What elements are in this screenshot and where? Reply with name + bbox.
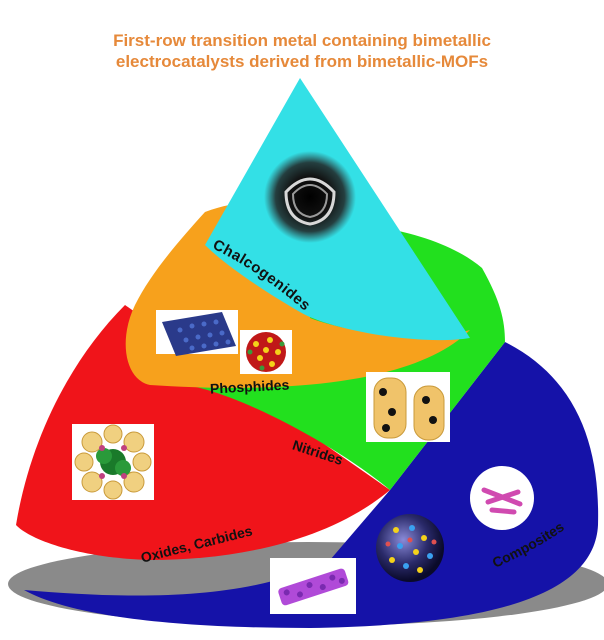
nanosphere-composite-image xyxy=(270,466,534,614)
nanosheet-and-particle-image xyxy=(156,310,292,374)
crystal-lattice-image xyxy=(72,424,154,500)
title-line-2: electrocatalysts derived from bimetallic… xyxy=(115,52,489,71)
composites-segment xyxy=(24,342,599,628)
title-line-1: First-row transition metal containing bi… xyxy=(113,31,491,50)
nanorod-image xyxy=(366,372,450,442)
hollow-nanocage-image xyxy=(264,151,356,243)
figure-title: First-row transition metal containing bi… xyxy=(0,30,604,72)
phosphides-label: Phosphides xyxy=(210,376,290,396)
